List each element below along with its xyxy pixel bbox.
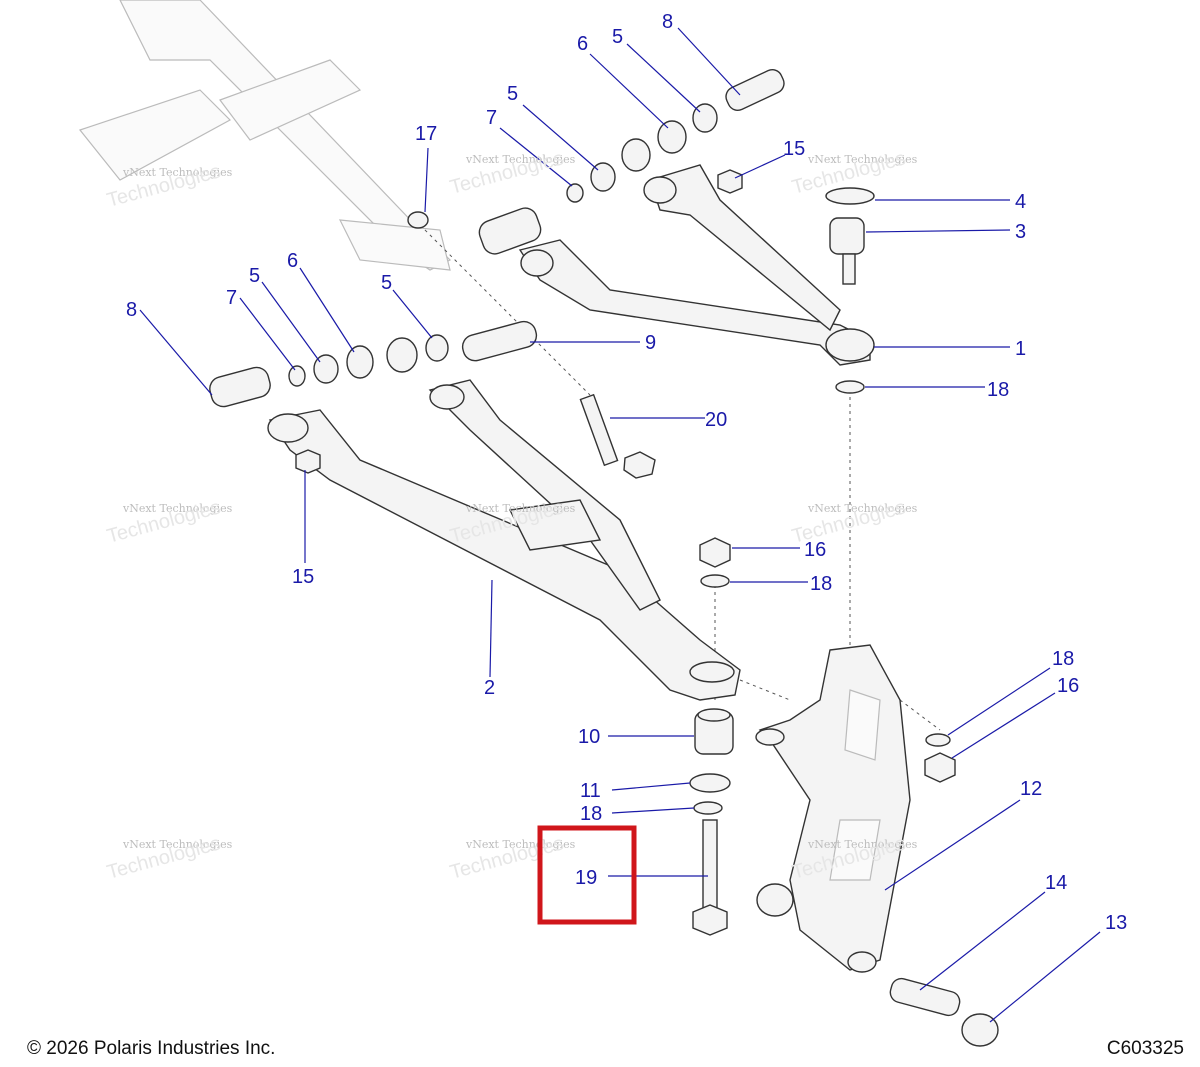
callout-18[interactable]: 18 (987, 379, 1009, 401)
callout-15[interactable]: 15 (783, 138, 805, 160)
callout-6[interactable]: 6 (577, 33, 588, 55)
callout-2[interactable]: 2 (484, 677, 495, 699)
hardware (209, 69, 999, 1047)
highlight-box (537, 825, 637, 925)
callout-3[interactable]: 3 (1015, 221, 1026, 243)
watermark-text: vNext Technologies (122, 166, 233, 179)
callout-6[interactable]: 6 (287, 250, 298, 272)
lower-a-arm (267, 379, 741, 701)
watermark-text: vNext Technologies (122, 838, 233, 851)
callout-8[interactable]: 8 (126, 299, 137, 321)
watermark-text: vNext Technologies (807, 153, 918, 166)
callout-18[interactable]: 18 (580, 803, 602, 825)
callout-7[interactable]: 7 (226, 287, 237, 309)
frame-outline (78, 0, 452, 271)
watermark-text: vNext Technologies (807, 502, 918, 515)
assembly-lines (419, 224, 941, 731)
watermark-text: vNext Technologies (465, 838, 576, 851)
callout-12[interactable]: 12 (1020, 778, 1042, 800)
callout-19[interactable]: 19 (575, 867, 597, 889)
steering-knuckle (755, 644, 911, 973)
callout-7[interactable]: 7 (486, 107, 497, 129)
callout-1[interactable]: 1 (1015, 338, 1026, 360)
copyright-text: © 2026 Polaris Industries Inc. (27, 1038, 276, 1059)
callout-5[interactable]: 5 (381, 272, 392, 294)
callout-18[interactable]: 18 (1052, 648, 1074, 670)
callout-15[interactable]: 15 (292, 566, 314, 588)
callout-5[interactable]: 5 (249, 265, 260, 287)
leader-lines (139, 27, 1101, 1023)
callout-18[interactable]: 18 (810, 573, 832, 595)
callout-11[interactable]: 11 (580, 780, 601, 802)
callout-5[interactable]: 5 (507, 83, 518, 105)
watermark-text: vNext Technologies (122, 502, 233, 515)
upper-a-arm (518, 164, 875, 366)
callout-8[interactable]: 8 (662, 11, 673, 33)
callout-20[interactable]: 20 (705, 409, 727, 431)
callout-10[interactable]: 10 (578, 726, 600, 748)
callout-9[interactable]: 9 (645, 332, 656, 354)
callout-16[interactable]: 16 (1057, 675, 1079, 697)
callout-17[interactable]: 17 (415, 123, 437, 145)
callout-5[interactable]: 5 (612, 26, 623, 48)
callout-16[interactable]: 16 (804, 539, 826, 561)
watermark-text: vNext Technologies (465, 153, 576, 166)
watermark-text: vNext Technologies (807, 838, 918, 851)
callout-13[interactable]: 13 (1105, 912, 1127, 934)
watermark-text: vNext Technologies (465, 502, 576, 515)
callout-14[interactable]: 14 (1045, 872, 1067, 894)
callout-4[interactable]: 4 (1015, 191, 1026, 213)
drawing-code: C603325 (1106, 1038, 1184, 1059)
callout-labels: 1 2 3 4 5 5 5 5 6 6 7 7 8 8 9 10 11 12 1… (126, 11, 1127, 934)
